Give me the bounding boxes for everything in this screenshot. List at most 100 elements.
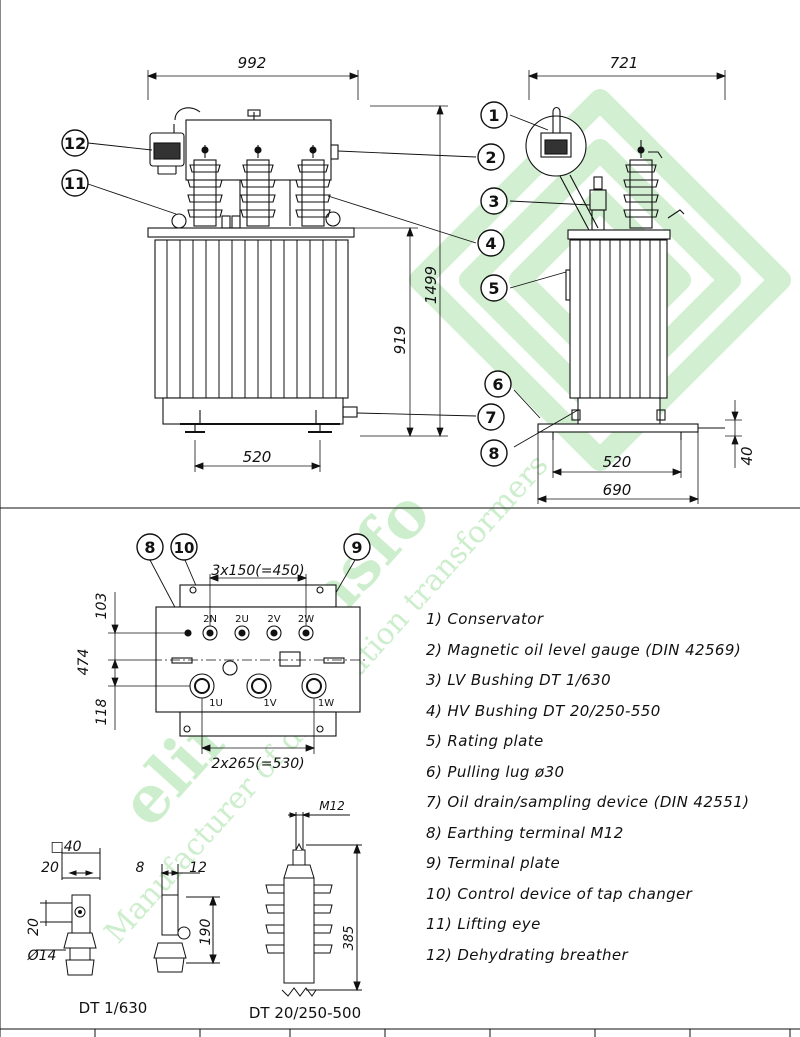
dim-wheel-height: 40 (738, 446, 756, 465)
legend-item-number: 1) (426, 610, 443, 628)
legend-item-number: 4) (426, 701, 443, 720)
legend-item-number: 5) (426, 732, 443, 750)
breather-icon (149, 124, 185, 175)
callout-7: 7 (477, 403, 505, 431)
legend-item: 8) Earthing terminal M12 (426, 818, 796, 849)
legend-item-number: 8) (426, 823, 443, 842)
callout-12: 12 (61, 129, 89, 157)
side-view (525, 106, 725, 440)
callout-10: 10 (170, 533, 198, 561)
callout-5: 5 (480, 274, 508, 302)
lv-bushing-detail (36, 848, 220, 976)
legend-item: 9) Terminal plate (426, 848, 796, 879)
legend-item-text: Control device of tap changer (457, 884, 693, 903)
dim-tank-height: 919 (391, 326, 409, 355)
legend-item-number: 9) (426, 854, 443, 872)
svg-text:4: 4 (485, 234, 496, 253)
legend-item-text: Lifting eye (457, 915, 541, 933)
svg-text:12: 12 (64, 134, 86, 153)
svg-text:3: 3 (488, 192, 499, 211)
dim-side-wheel-base: 520 (603, 453, 632, 471)
dim-side-width: 721 (610, 54, 639, 72)
top-dimensions (108, 574, 316, 754)
dim-top-offset: 103 (94, 593, 110, 620)
dim-bushing-spacing: 3x150(=450) (211, 563, 304, 579)
dim-bottom-offset: 118 (94, 699, 110, 726)
dim-lv-offset: 20 (26, 918, 42, 936)
hv-bushing-front-2 (240, 145, 276, 227)
legend-item-text: Dehydrating breather (457, 945, 629, 964)
callout-8-plate: 8 (136, 533, 164, 561)
legend-item: 5) Rating plate (426, 726, 796, 757)
terminal-1u: 1U (209, 698, 223, 709)
svg-text:1: 1 (488, 106, 499, 125)
svg-text:6: 6 (492, 375, 503, 394)
dim-total-height: 1499 (422, 266, 440, 304)
legend-item-text: HV Bushing DT 20/250-550 (447, 701, 661, 720)
dim-lv-diameter: Ø14 (27, 948, 57, 964)
dim-lv-square: □40 (50, 839, 81, 855)
caption-hv-bushing: DT 20/250-500 (249, 1004, 361, 1022)
legend-item: 6) Pulling lug ø30 (426, 757, 796, 788)
callout-2: 2 (477, 143, 505, 171)
legend-item: 4) HV Bushing DT 20/250-550 (426, 696, 796, 727)
legend-item: 3) LV Bushing DT 1/630 (426, 665, 796, 696)
svg-text:10: 10 (174, 539, 195, 557)
callout-6: 6 (484, 370, 512, 398)
callouts: 12 11 1 2 3 4 5 6 7 8 8 10 9 (61, 101, 512, 561)
dim-hv-width-right: 12 (189, 860, 207, 876)
legend-item: 10) Control device of tap changer (426, 879, 796, 910)
dim-lv-width: 20 (41, 860, 59, 876)
legend-item-text: Pulling lug ø30 (447, 762, 565, 781)
hv-bushing-front-1 (187, 145, 223, 227)
callout-1: 1 (480, 101, 508, 129)
callout-9: 9 (343, 533, 371, 561)
svg-text:7: 7 (485, 408, 496, 427)
legend-item: 7) Oil drain/sampling device (DIN 42551) (426, 787, 796, 818)
legend-item-text: LV Bushing DT 1/630 (447, 671, 612, 689)
terminal-2v: 2V (267, 614, 280, 625)
callout-4: 4 (477, 229, 505, 257)
legend-item-text: Terminal plate (447, 854, 561, 872)
legend-item: 1) Conservator (426, 604, 796, 635)
svg-text:11: 11 (64, 174, 86, 193)
dim-front-width: 992 (238, 54, 267, 72)
legend-item-text: Earthing terminal M12 (447, 823, 624, 842)
dim-side-base-width: 690 (603, 481, 632, 499)
legend-item-number: 10) (426, 884, 453, 903)
svg-text:2: 2 (485, 148, 496, 167)
hv-bushing-front-3 (295, 145, 331, 227)
legend-item-number: 11) (426, 915, 453, 933)
dim-hv-spacing: 2x265(=530) (211, 756, 304, 772)
dim-hv-height: 385 (342, 926, 357, 951)
legend-item-number: 7) (426, 793, 443, 811)
legend-item-text: Rating plate (447, 732, 544, 750)
dim-front-wheel-base: 520 (243, 448, 272, 466)
hv-bushing-detail (265, 812, 362, 997)
svg-text:8: 8 (488, 444, 499, 463)
callout-8-side: 8 (480, 439, 508, 467)
top-view (152, 584, 368, 737)
svg-text:5: 5 (488, 279, 499, 298)
hv-bushing-side (623, 140, 663, 229)
svg-text:8: 8 (144, 538, 155, 557)
front-fins (166, 240, 337, 398)
dim-hv-h: 190 (198, 919, 214, 946)
legend-item-number: 3) (426, 671, 443, 689)
legend-item: 12) Dehydrating breather (426, 940, 796, 971)
side-dimensions (527, 70, 742, 504)
dim-plate-height: 474 (76, 649, 92, 676)
callout-3: 3 (480, 187, 508, 215)
terminal-1w: 1W (318, 698, 334, 709)
svg-text:9: 9 (351, 538, 362, 557)
terminal-2u: 2U (235, 614, 249, 625)
terminal-1v: 1V (263, 698, 276, 709)
caption-lv-bushing: DT 1/630 (79, 999, 148, 1017)
legend-item-text: Oil drain/sampling device (DIN 42551) (447, 793, 750, 811)
callout-11: 11 (61, 169, 89, 197)
legend-item-text: Magnetic oil level gauge (DIN 42569) (447, 640, 742, 659)
legend-item-number: 12) (426, 945, 453, 964)
